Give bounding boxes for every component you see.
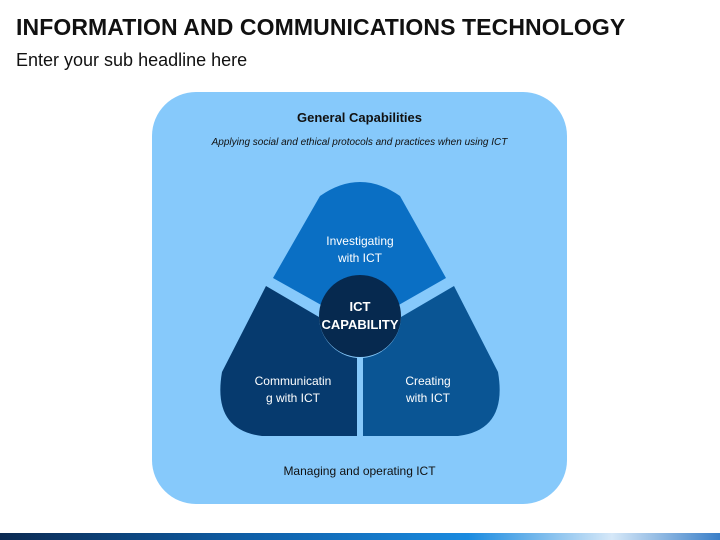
segment-right-line1: Creating [405,374,451,388]
segment-right-label: Creating with ICT [370,373,486,407]
center-line1: ICT [349,299,371,314]
segment-left-line2: g with ICT [265,391,320,405]
center-label: ICT CAPABILITY [312,298,408,334]
segment-top-line1: Investigating [326,234,394,248]
slide-title: INFORMATION AND COMMUNICATIONS TECHNOLOG… [16,14,626,40]
segment-top-label: Investigating with ICT [300,233,420,267]
slide-subtitle: Enter your sub headline here [16,50,248,70]
segment-left-label: Communicatin g with ICT [236,373,350,407]
segment-top [273,182,446,306]
panel-title: General Capabilities [297,110,422,125]
panel-description: Applying social and ethical protocols an… [211,137,508,148]
panel-footer: Managing and operating ICT [283,464,436,478]
segment-left-line1: Communicatin [254,374,332,388]
center-circle [319,275,401,357]
segment-right [363,286,500,436]
segment-top-line2: with ICT [337,251,382,265]
segment-right-line2: with ICT [405,391,450,405]
center-line2: CAPABILITY [321,317,399,332]
segment-left [220,286,357,436]
bottom-accent-bar [0,533,720,540]
